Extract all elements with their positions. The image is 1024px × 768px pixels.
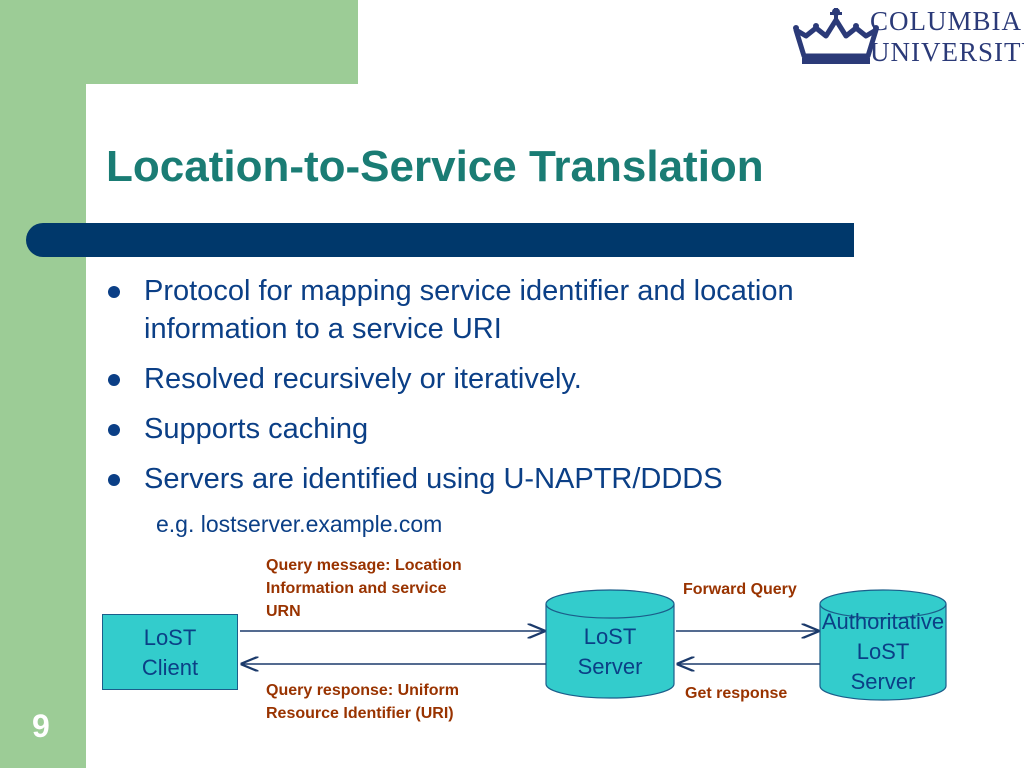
bullet-text: Servers are identified using U-NAPTR/DDD… xyxy=(144,463,723,495)
note-line: Resource Identifier (URI) xyxy=(266,705,454,722)
content-corner xyxy=(86,84,206,204)
logo-line-2: UNIVERSITY xyxy=(870,37,1024,67)
query-response-note: Query response: Uniform Resource Identif… xyxy=(266,679,459,725)
bullet-text: Protocol for mapping service identifier … xyxy=(144,275,794,345)
bullet-text: Resolved recursively or iteratively. xyxy=(144,363,582,395)
note-line: URN xyxy=(266,603,301,620)
authoritative-server-label: Authoritative LoST Server xyxy=(804,607,962,697)
green-left-band xyxy=(0,0,86,768)
bullet-item: Supports caching xyxy=(106,410,926,448)
auth-label: Server xyxy=(850,669,916,694)
bullet-item: Protocol for mapping service identifier … xyxy=(106,272,926,348)
forward-query-note: Forward Query xyxy=(683,581,797,598)
server-label: Server xyxy=(577,654,643,679)
bullet-list: Protocol for mapping service identifier … xyxy=(106,272,926,510)
client-label: LoST xyxy=(143,625,197,650)
lost-server-cylinder xyxy=(545,589,675,699)
authoritative-server-cylinder xyxy=(819,589,947,701)
bullet-dot-icon xyxy=(108,374,120,386)
note-line: Query response: Uniform xyxy=(266,682,459,699)
client-label: Client xyxy=(141,655,199,680)
bullet-dot-icon xyxy=(108,424,120,436)
university-name: COLUMBIA UNIVERSITY xyxy=(870,6,1024,68)
bullet-dot-icon xyxy=(108,474,120,486)
query-message-note: Query message: Location Information and … xyxy=(266,554,462,623)
server-label: LoST xyxy=(583,624,637,649)
lost-client-box: LoST Client xyxy=(102,614,238,690)
page-number: 9 xyxy=(32,708,50,744)
bullet-item: Resolved recursively or iteratively. xyxy=(106,360,926,398)
title-underline-bar xyxy=(26,223,854,257)
lost-server-label: LoST Server xyxy=(546,622,674,682)
bullet-item: Servers are identified using U-NAPTR/DDD… xyxy=(106,460,926,498)
example-text: e.g. lostserver.example.com xyxy=(156,511,443,537)
slide-title: Location-to-Service Translation xyxy=(106,142,764,191)
auth-label: Authoritative xyxy=(821,609,945,634)
crown-icon xyxy=(793,8,879,64)
logo-line-1: COLUMBIA xyxy=(870,6,1023,36)
bullet-dot-icon xyxy=(108,286,120,298)
note-line: Information and service xyxy=(266,580,447,597)
get-response-note: Get response xyxy=(685,685,788,702)
bullet-text: Supports caching xyxy=(144,413,369,445)
auth-label: LoST xyxy=(856,639,910,664)
note-line: Query message: Location xyxy=(266,557,462,574)
